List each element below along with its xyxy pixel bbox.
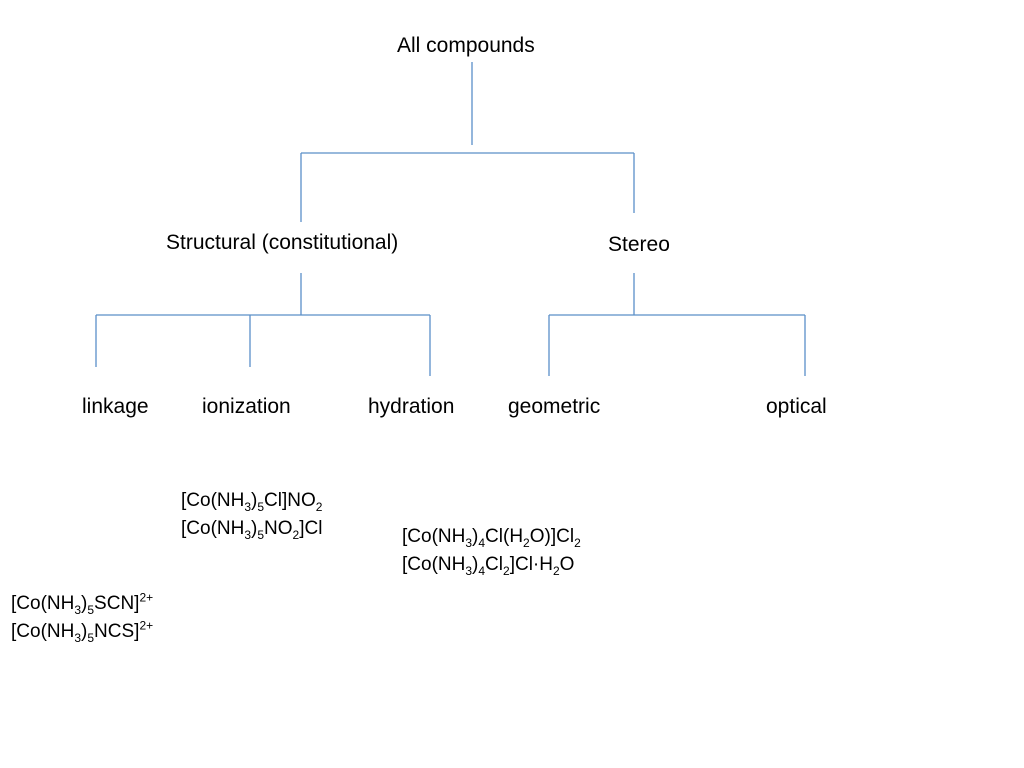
node-ionization: ionization bbox=[202, 395, 291, 418]
formula-line: [Co(NH3)4Cl(H2O)]Cl2 bbox=[402, 526, 581, 550]
formula-line: [Co(NH3)5Cl]NO2 bbox=[181, 490, 323, 514]
formula-line: [Co(NH3)5SCN]2+ bbox=[11, 590, 154, 617]
node-stereo: Stereo bbox=[608, 233, 670, 256]
ionization-examples: [Co(NH3)5Cl]NO2 [Co(NH3)5NO2]Cl bbox=[181, 487, 322, 543]
node-geometric: geometric bbox=[508, 395, 601, 418]
node-linkage: linkage bbox=[82, 395, 149, 418]
node-structural: Structural (constitutional) bbox=[166, 231, 399, 254]
formula-line: [Co(NH3)5NO2]Cl bbox=[181, 518, 323, 542]
node-all-compounds: All compounds bbox=[397, 34, 535, 57]
node-hydration: hydration bbox=[368, 395, 455, 418]
hydration-examples: [Co(NH3)4Cl(H2O)]Cl2 [Co(NH3)4Cl2]Cl·H2O bbox=[402, 523, 581, 579]
linkage-examples: [Co(NH3)5SCN]2+[Co(NH3)5NCS]2+ bbox=[11, 590, 153, 646]
formula-line: [Co(NH3)5NCS]2+ bbox=[11, 618, 154, 645]
formula-line: [Co(NH3)4Cl2]Cl·H2O bbox=[402, 554, 575, 578]
node-optical: optical bbox=[766, 395, 827, 418]
